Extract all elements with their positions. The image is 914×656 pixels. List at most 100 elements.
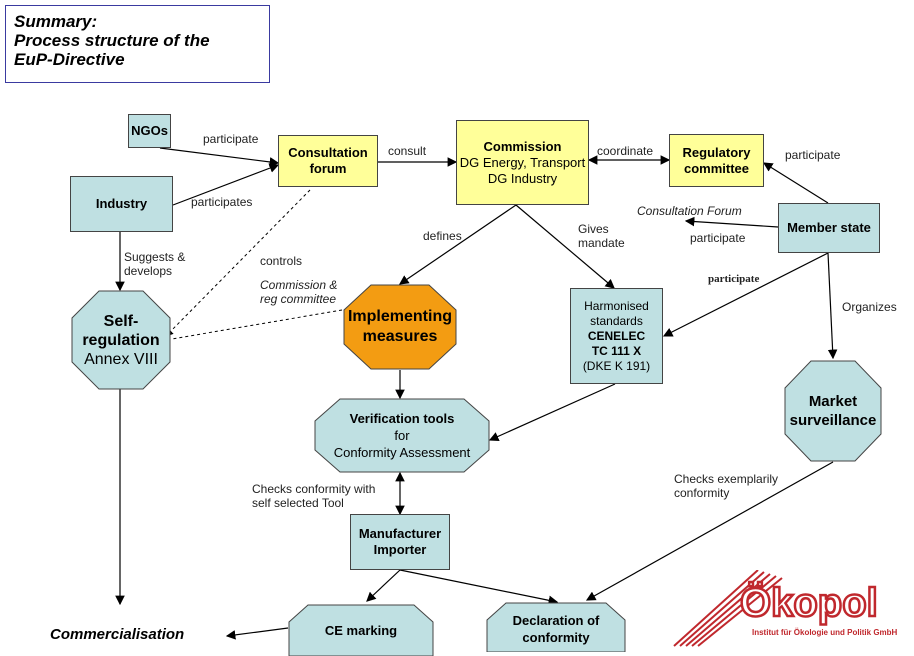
node-market-surveillance: Market surveillance — [784, 360, 882, 462]
label-gives-mandate: Gives mandate — [578, 222, 625, 250]
node-ngos-label: NGOs — [131, 123, 168, 138]
node-regulatory-line1: Regulatory — [682, 144, 751, 160]
label-commreg-line1: Commission & — [260, 278, 338, 292]
label-gives-line2: mandate — [578, 236, 625, 250]
label-participate-serif: participate — [708, 273, 760, 285]
edge-manuf-ce — [366, 569, 401, 602]
node-harmonised-standards: Harmonised standards CENELEC TC 111 X (D… — [570, 288, 663, 384]
label-controls: controls — [260, 254, 303, 268]
edge-market-decl — [585, 461, 834, 601]
label-participate-ngos: participate — [203, 132, 259, 146]
node-harm-line5: (DKE K 191) — [582, 358, 651, 373]
node-declaration-shape — [486, 602, 626, 652]
label-checks-conformity: Checks conformity with self selected Too… — [252, 482, 375, 510]
title-line-2: Process structure of the — [14, 31, 210, 50]
node-ngos: NGOs — [128, 114, 171, 148]
label-checks-line2: self selected Tool — [252, 496, 344, 510]
node-industry: Industry — [70, 176, 173, 232]
node-verif-line3: Conformity Assessment — [333, 445, 471, 460]
node-verification-shape — [314, 398, 490, 473]
edge-manuf-decl — [399, 569, 559, 606]
node-commission-line3: DG Industry — [487, 170, 558, 186]
node-manufacturer: Manufacturer Importer — [350, 514, 450, 570]
node-verification-tools: Verification tools for Conformity Assess… — [314, 398, 490, 473]
node-harm-line3: CENELEC — [587, 328, 646, 343]
label-suggests-line2: develops — [124, 264, 173, 278]
node-declaration: Declaration of conformity — [486, 608, 626, 650]
node-impl-line2: measures — [362, 328, 438, 345]
node-implementing-shape — [343, 284, 457, 370]
label-participate-reg: participate — [785, 148, 841, 162]
label-commreg-line2: reg committee — [260, 292, 337, 306]
node-selfreg-line3: Annex VIII — [84, 350, 158, 368]
label-exempl-line1: Checks exemplarily — [674, 472, 779, 486]
node-decl-line1: Declaration of — [512, 613, 600, 628]
label-defines: defines — [423, 229, 462, 243]
node-commission-line1: Commission — [483, 138, 562, 154]
label-checks-line1: Checks conformity with — [252, 482, 376, 496]
node-member-state: Member state — [778, 203, 880, 253]
okopol-logo-graphic: Ökopol — [673, 569, 879, 647]
node-verif-line2: for — [394, 428, 410, 443]
node-market-line1: Market — [808, 393, 858, 410]
label-gives-line1: Gives — [578, 222, 609, 236]
node-manufacturer-line1: Manufacturer — [358, 526, 442, 541]
label-coordinate: coordinate — [597, 144, 654, 158]
title-line-1: Summary: — [14, 12, 98, 31]
edge-controls-1 — [165, 189, 311, 337]
node-ce-marking: CE marking — [288, 612, 434, 648]
node-impl-line1: Implementing — [347, 308, 452, 325]
node-commission-line2: DG Energy, Transport — [459, 154, 586, 170]
commercialisation-label: Commercialisation — [50, 626, 185, 643]
label-participate-cf: participate — [690, 231, 746, 245]
edge-mandate — [515, 204, 615, 289]
label-checks-exemplarily: Checks exemplarily conformity — [674, 472, 778, 500]
node-harm-line4: TC 111 X — [591, 343, 642, 358]
node-market-shape — [784, 360, 882, 462]
edge-member-harmonised — [662, 252, 829, 337]
node-consultation-line1: Consultation — [288, 145, 368, 160]
label-participates-industry: participates — [191, 195, 253, 209]
okopol-logo: Ökopol Institut für Ökologie und Politik… — [672, 569, 912, 648]
node-regulatory-committee: Regulatory committee — [669, 134, 764, 187]
edge-ce-commerc — [225, 627, 289, 640]
label-suggests: Suggests & develops — [124, 250, 185, 278]
edge-controls-2 — [165, 309, 343, 341]
diagram-title: Summary: Process structure of the EuP-Di… — [5, 5, 270, 83]
node-verif-line1: Verification tools — [349, 411, 455, 426]
title-line-3: EuP-Directive — [14, 50, 125, 69]
edge-harm-verif — [488, 383, 616, 441]
node-member-label: Member state — [787, 220, 871, 235]
label-organizes: Organizes — [842, 300, 897, 314]
okopol-subtitle: Institut für Ökologie und Politik GmbH — [752, 628, 898, 637]
node-selfreg-line1: Self- — [103, 312, 139, 330]
edge-defines — [399, 204, 517, 285]
svg-text:Ökopol: Ökopol — [740, 580, 878, 625]
node-selfreg-line2: regulation — [82, 331, 160, 349]
node-industry-label: Industry — [95, 196, 148, 211]
edge-member-regulatory — [762, 162, 829, 204]
node-self-regulation-shape — [71, 290, 171, 390]
node-regulatory-line2: committee — [683, 160, 750, 176]
node-ce-shape — [288, 604, 434, 656]
label-consultation-forum: Consultation Forum — [637, 204, 742, 218]
edge-organizes — [827, 252, 838, 360]
label-consult: consult — [388, 144, 427, 158]
node-self-regulation: Self- regulation Annex VIII — [71, 290, 171, 390]
node-ce-label: CE marking — [324, 622, 398, 638]
node-consultation-forum: Consultation forum — [278, 135, 378, 187]
node-consultation-line2: forum — [309, 161, 347, 176]
node-market-line2: surveillance — [789, 412, 877, 429]
node-harm-line1: Harmonised — [584, 298, 649, 313]
node-harm-line2: standards — [590, 313, 643, 328]
edge-ngos-consultation — [159, 147, 280, 167]
edge-member-cf — [684, 216, 779, 228]
label-commission-reg: Commission & reg committee — [260, 278, 337, 306]
label-suggests-line1: Suggests & — [124, 250, 186, 264]
node-implementing-measures: Implementing measures — [343, 284, 457, 370]
node-commission: Commission DG Energy, Transport DG Indus… — [456, 120, 589, 205]
edge-industry-consultation — [172, 163, 280, 206]
node-decl-line2: conformity — [522, 630, 590, 645]
label-exempl-line2: conformity — [674, 486, 730, 500]
